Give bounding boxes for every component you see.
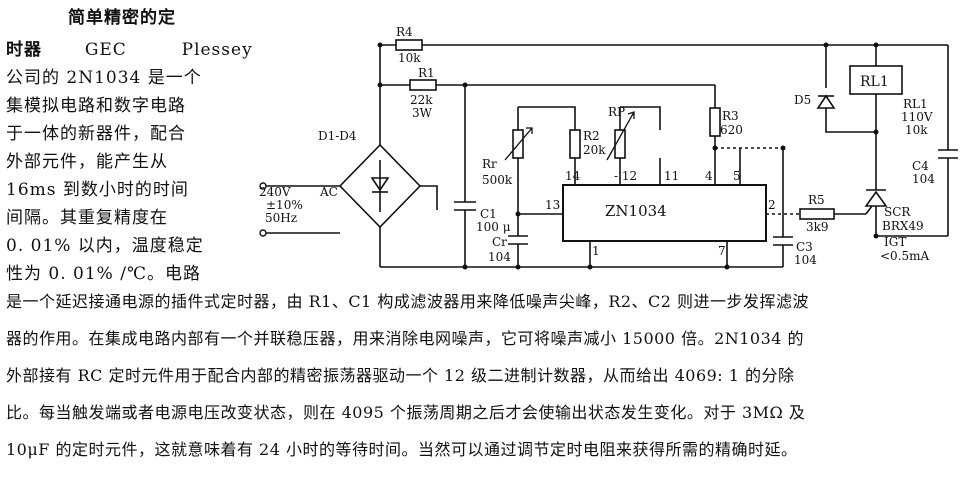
scr-igt-value: <0.5mA [880, 249, 930, 263]
source-frequency: 50Hz [265, 211, 297, 225]
side-line-4: 于一体的新器件，配合 [6, 124, 186, 144]
wires [266, 44, 958, 268]
article-title: 简单精密的定 [68, 8, 176, 29]
side-line-9: 性为 0. 01% /℃。电路 [6, 264, 201, 284]
scr-name: SCR [884, 205, 911, 219]
pin-14: 14 [565, 169, 581, 183]
ac-terminal-bottom [259, 229, 267, 237]
side-line-2: 公司的 2N1034 是一个 [6, 68, 202, 88]
r5-name: R5 [808, 193, 825, 207]
r4-value: 10k [398, 51, 421, 65]
pin-13: 13 [545, 198, 560, 212]
source-ac: AC [319, 185, 338, 199]
side-line-1: 时器 GEC Plessey [6, 40, 253, 61]
ct-value: 104 [488, 250, 511, 264]
r3-value: 620 [720, 123, 743, 137]
body-line-2: 器的作用。在集成电路内部有一个并联稳压器，用来消除电网噪声，它可将噪声减小 15… [6, 329, 805, 348]
side-line-3: 集模拟电路和数字电路 [6, 96, 186, 116]
pin-1: 1 [592, 244, 600, 258]
rt-value: 500k [482, 173, 513, 187]
side-line-5: 外部元件，能产生从 [6, 152, 168, 172]
rp-variable-arrow [606, 111, 635, 161]
r2-resistor [569, 129, 581, 159]
relay-box-label: RL1 [860, 74, 889, 90]
r4-name: R4 [396, 25, 413, 39]
rp-resistor [614, 129, 626, 159]
side-line-7: 间隔。其重复精度在 [6, 208, 168, 228]
r5-resistor [799, 208, 835, 220]
relay-resistance: 10k [905, 123, 928, 137]
source-tolerance: ±10% [266, 198, 303, 212]
c4-name: C4 [912, 159, 929, 173]
r5-value: 3k9 [806, 220, 829, 234]
body-line-4: 比。每当触发端或者电源电压改变状态，则在 4095 个振荡周期之后才会使输出状态… [6, 403, 806, 422]
body-line-3: 外部接有 RC 定时元件用于配合内部的精密振荡器驱动一个 12 级二进制计数器，… [6, 366, 795, 385]
rt-name: Rr [482, 157, 497, 171]
body-line-5: 10μF 的定时元件，这就意味着有 24 小时的等待时间。当然可以通过调节定时电… [6, 440, 798, 459]
pin-5: 5 [733, 169, 741, 183]
title-tail: 时器 [6, 40, 42, 60]
r3-resistor [709, 107, 721, 137]
zn1034-chip [562, 184, 767, 242]
title-text: 简单精密的定 [68, 8, 176, 28]
r3-name: R3 [722, 109, 739, 123]
bridge-label: D1-D4 [318, 129, 357, 143]
ac-terminal-top [259, 182, 267, 190]
r1-value: 22k [410, 93, 433, 107]
body-line-1: 是一个延迟接通电源的插件式定时器，由 R1、C1 构成滤波器用来降低噪声尖峰，R… [6, 292, 810, 311]
pin-4: 4 [705, 169, 713, 183]
junction-dots [377, 42, 879, 270]
scr-igt: IGT [884, 235, 906, 249]
r1-name: R1 [418, 66, 435, 80]
r1-resistor [409, 79, 437, 91]
r1-power: 3W [412, 106, 433, 120]
d5-name: D5 [794, 93, 811, 107]
source-voltage: 240V [259, 185, 291, 199]
c4-value: 104 [912, 172, 935, 186]
ct-name: Cr [492, 235, 507, 249]
pin-7: 7 [718, 244, 726, 258]
chip-label: ZN1034 [605, 202, 667, 220]
company-plessey: Plessey [181, 40, 253, 60]
c3-value: 104 [794, 253, 817, 267]
r2-value: 20k [583, 143, 606, 157]
scr-part: BRX49 [882, 219, 924, 233]
r2-name: R2 [583, 129, 600, 143]
relay-name: RL1 [903, 97, 928, 111]
c3-name: C3 [796, 240, 813, 254]
side-line-8: 0. 01% 以内，温度稳定 [6, 236, 204, 256]
c1-value: 100 μ [476, 220, 511, 234]
pin-2: 2 [768, 198, 776, 212]
rp-name: RP [608, 105, 625, 119]
side-line-6: 16ms 到数小时的时间 [6, 180, 189, 200]
company-gec: GEC [84, 40, 127, 60]
pin-12: - 12 [614, 169, 637, 183]
pin-11: 11 [664, 169, 679, 183]
c1-name: C1 [480, 207, 497, 221]
relay-voltage: 110V [901, 110, 933, 124]
r4-resistor [395, 39, 423, 51]
rt-variable-arrow [504, 127, 533, 161]
relay-box [849, 65, 903, 95]
